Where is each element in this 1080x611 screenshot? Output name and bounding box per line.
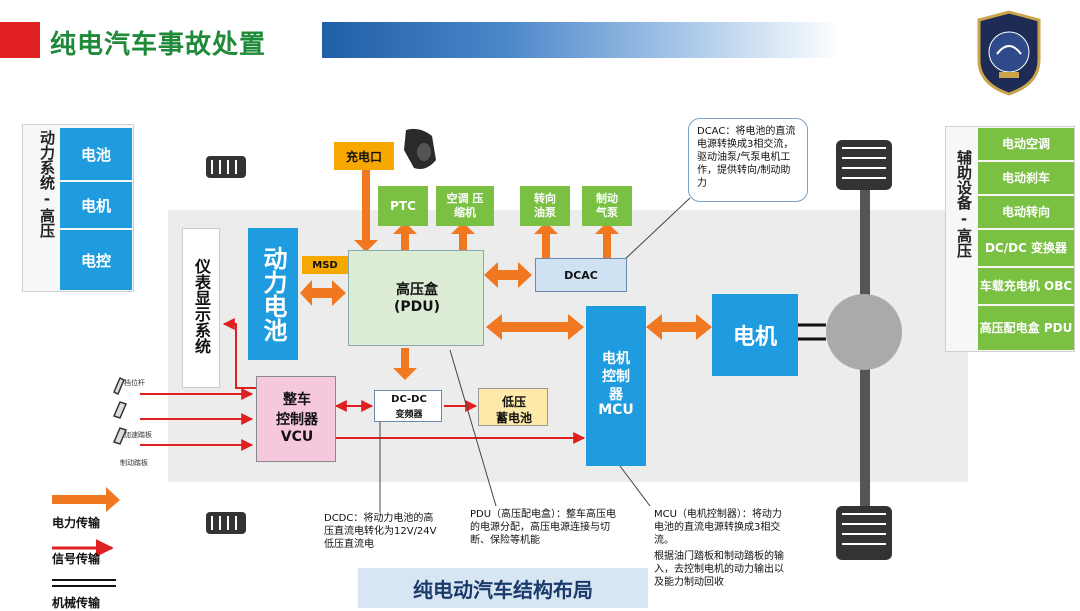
msd-box: MSD (302, 256, 348, 274)
charging-plug-icon (404, 128, 436, 169)
pedal-label-accelerator: 加速踏板 (124, 431, 152, 439)
dcdc-label-1: DC-DC (391, 394, 427, 405)
footer-title: 纯电动汽车结构布局 (358, 568, 648, 608)
emblem-logo (977, 10, 1041, 96)
aux-group-label: 辅助设备-高压 (955, 150, 973, 258)
mcu-callout-2: 根据油门踏板和制动踏板的输入，去控制电机的动力输出以及能力制动回收 (654, 551, 784, 588)
legend: 电力传输 信号传输 机械传输 (46, 482, 126, 610)
pdu-label-en: (PDU) (393, 299, 441, 315)
powertrain-item-controller: 电控 (60, 230, 132, 290)
vcu-label-3: VCU (280, 429, 314, 445)
pdu-label-cn: 高压盒 (396, 282, 438, 298)
page-title: 纯电汽车事故处置 (50, 30, 267, 60)
ac-compressor-box: 空调 压缩机 (436, 186, 494, 226)
brake-pump-box: 制动 气泵 (582, 186, 632, 226)
motor-box: 电机 (712, 294, 798, 376)
legend-symbols (52, 487, 120, 587)
mcu-label-2: 控制 (602, 369, 630, 385)
dcdc-label-2: 变频器 (395, 410, 423, 420)
dcac-callout: DCAC：将电池的直流电源转换成3相交流，驱动油泵/气泵电机工作，提供转向/制动… (688, 118, 808, 202)
steering-pump-box: 转向 油泵 (520, 186, 570, 226)
signal-lines (140, 318, 586, 451)
callout-leaders (379, 197, 691, 512)
pdu-callout: PDU（高压配电盒）：整车高压电的电源分配，高压电源连接与切断、保险等机能 (470, 509, 617, 546)
pedal-label-gear: 档位杆 (124, 379, 145, 387)
instrument-display-label: 仪表显示系统 (192, 258, 211, 354)
wheel-front-right-icon (836, 140, 892, 190)
powertrain-item-battery: 电池 (60, 128, 132, 180)
dcdc-box: DC-DC 变频器 (374, 390, 442, 422)
ptc-box: PTC (378, 186, 428, 226)
dcdc-callout: DCDC：将动力电池的高压直流电转化为12V/24V低压直流电 (324, 513, 437, 550)
mcu-box: 电机 控制 器 MCU (586, 306, 646, 466)
vcu-label-1: 整车 (283, 392, 311, 408)
instrument-display-frame (182, 228, 220, 388)
dcac-box: DCAC (535, 258, 627, 292)
aux-item-brake: 电动刹车 (978, 162, 1074, 194)
header-red-block (0, 22, 40, 58)
charge-port-box: 充电口 (334, 142, 394, 170)
legend-mechanical: 机械传输 (52, 596, 101, 610)
mcu-label-3: 器 (609, 387, 623, 403)
mcu-callout-1: MCU（电机控制器）：将动力电池的直流电源转换成3相交流。 (654, 509, 782, 546)
aux-item-pdu: 高压配电盒 PDU (978, 306, 1074, 350)
differential-icon (826, 294, 902, 370)
pedal-icons (112, 376, 128, 445)
pdu-box: 高压盒 (PDU) (348, 250, 484, 346)
powertrain-group-label: 动力系统-高压 (38, 130, 56, 238)
legend-power: 电力传输 (52, 516, 101, 530)
mcu-label-4: MCU (598, 402, 634, 418)
aux-item-ac: 电动空调 (978, 128, 1074, 160)
power-battery-box: 动力电池 (248, 228, 298, 360)
lv-battery-label-2: 蓄电池 (495, 411, 532, 425)
header-gradient-bar (322, 22, 842, 58)
legend-signal: 信号传输 (52, 552, 101, 566)
vcu-label-2: 控制器 (276, 412, 318, 428)
lv-battery-box: 低压 蓄电池 (478, 388, 548, 426)
mcu-label-1: 电机 (602, 351, 630, 367)
lv-battery-label-1: 低压 (501, 395, 526, 409)
wheel-rear-left-icon (206, 512, 246, 534)
powertrain-item-motor: 电机 (60, 182, 132, 228)
aux-item-obc: 车载充电机 OBC (978, 268, 1074, 304)
power-arrows (300, 170, 712, 380)
vcu-box: 整车 控制器 VCU (256, 376, 336, 462)
aux-item-dcdc: DC/DC 变换器 (978, 230, 1074, 266)
wheel-rear-right-icon (836, 506, 892, 560)
aux-item-steering: 电动转向 (978, 196, 1074, 228)
pedal-label-brake: 制动踏板 (120, 459, 148, 467)
wheel-front-left-icon (206, 156, 246, 178)
